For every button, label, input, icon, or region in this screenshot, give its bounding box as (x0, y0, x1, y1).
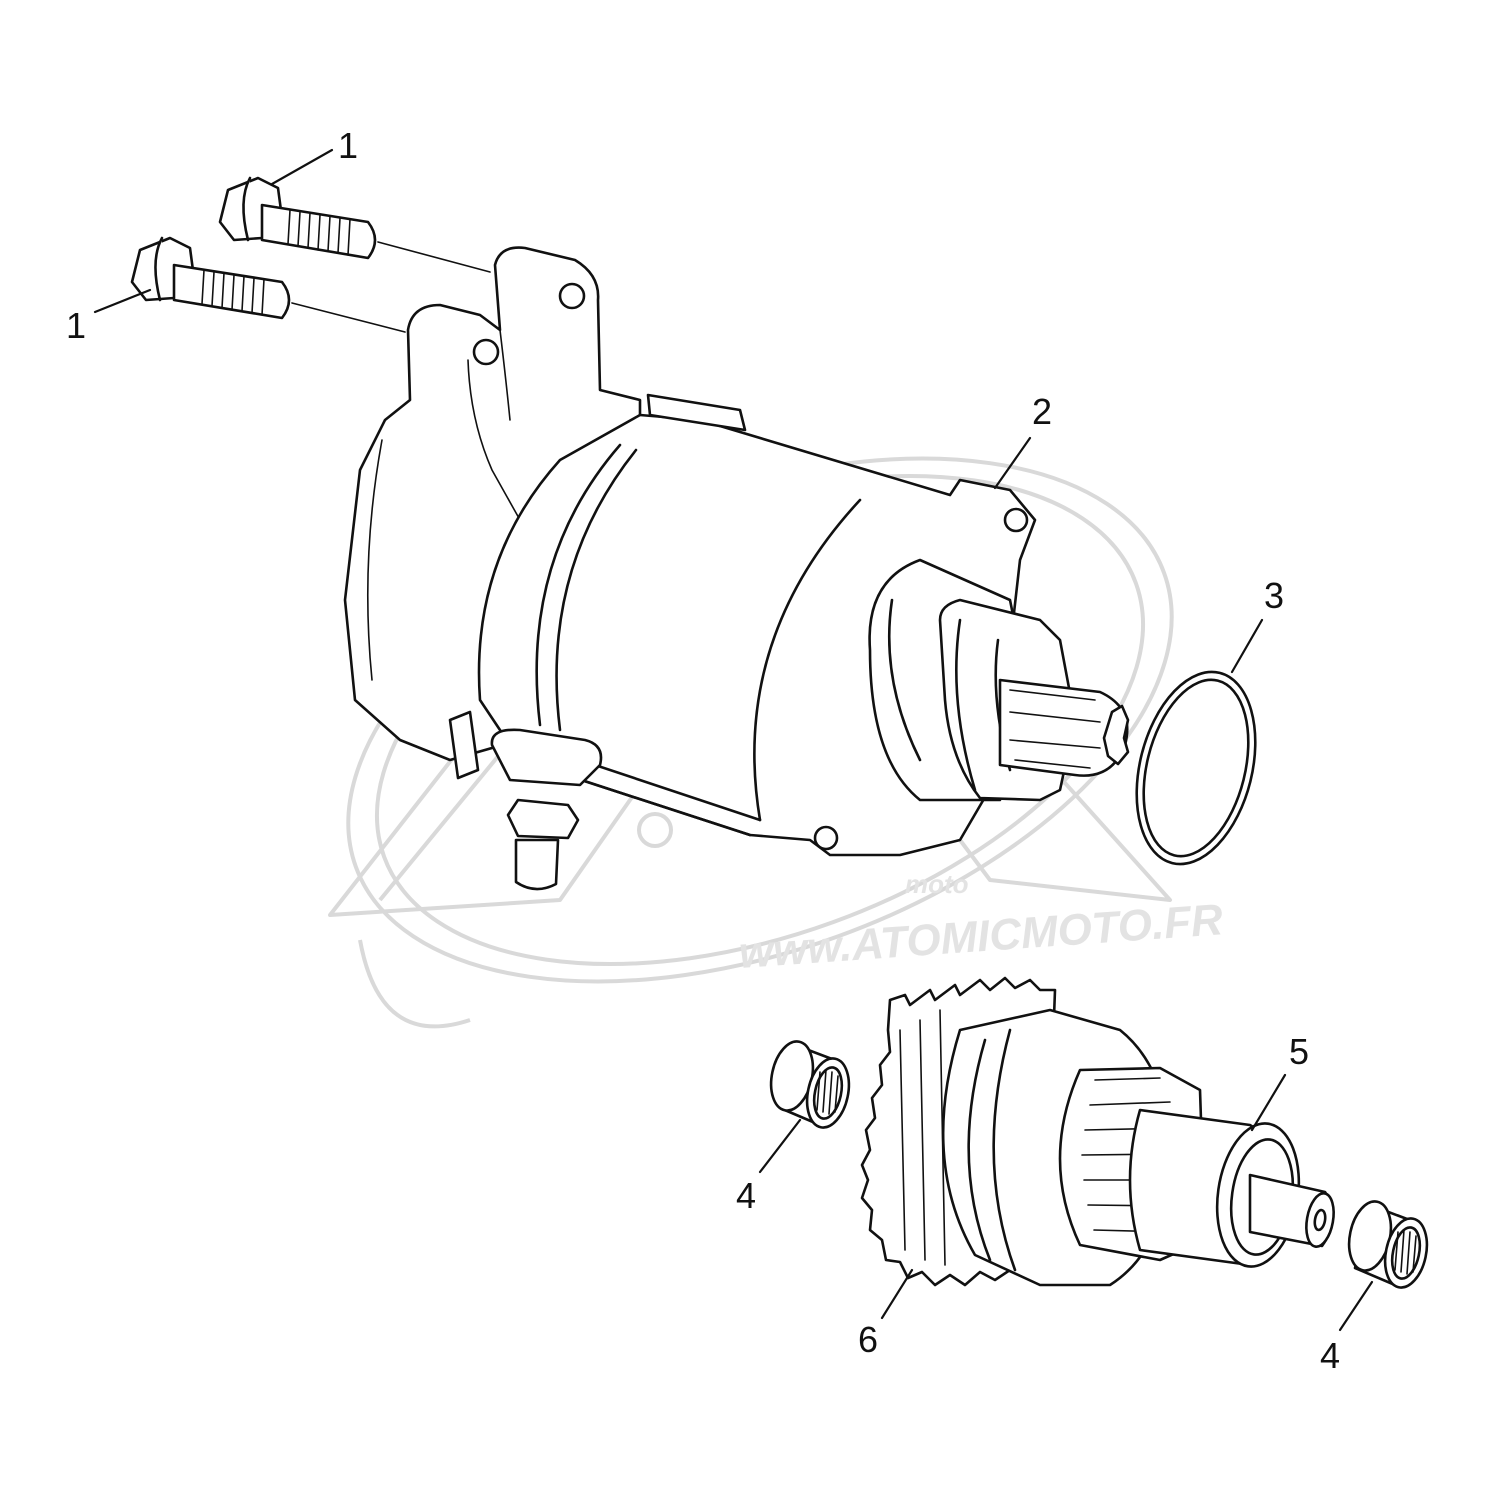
callout-label: 1 (66, 305, 86, 346)
watermark-url: www.ATOMICMOTO.FR (737, 895, 1224, 978)
leader-1-lower (93, 288, 152, 314)
callout-label: 3 (1264, 575, 1284, 616)
bolt-upper-guide (377, 241, 491, 273)
leader-6 (880, 1268, 914, 1320)
watermark-brand: moto (905, 869, 969, 899)
callout-label: 1 (338, 125, 358, 166)
leader-4-right (1338, 1280, 1374, 1332)
callout-label: 4 (736, 1175, 756, 1216)
bolt-upper (218, 176, 377, 260)
leader-2 (993, 436, 1032, 490)
o-ring (1135, 670, 1257, 866)
callout-label: 5 (1289, 1031, 1309, 1072)
bolt-lower-guide (291, 302, 406, 333)
bearing-right (1347, 1200, 1429, 1289)
callout-label: 4 (1320, 1335, 1340, 1376)
callouts: 1 1 2 3 4 4 5 6 (66, 125, 1374, 1376)
bearing-left (769, 1040, 851, 1129)
callout-label: 6 (858, 1319, 878, 1360)
bolt-lower (130, 236, 291, 320)
starter-clutch-shaft (941, 1008, 1335, 1287)
callout-label: 2 (1032, 391, 1052, 432)
leader-1-upper (270, 148, 334, 186)
leader-3 (1230, 618, 1264, 674)
leader-4-left (758, 1118, 802, 1174)
starter-motor (343, 246, 1130, 891)
leader-5 (1250, 1073, 1287, 1132)
